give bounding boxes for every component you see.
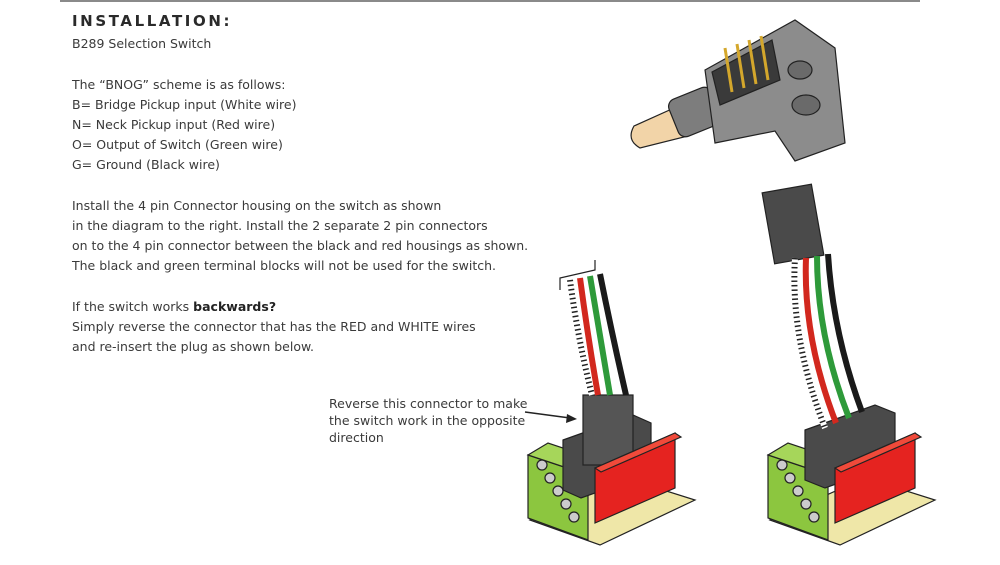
backwards-question: If the switch works backwards? [72, 297, 276, 317]
scheme-item-g: G= Ground (Black wire) [72, 157, 220, 172]
annotation-line: the switch work in the opposite [329, 413, 526, 428]
backwards-line: Simply reverse the connector that has th… [72, 319, 476, 334]
backwards-line: and re-insert the plug as shown below. [72, 339, 315, 354]
backwards-bold: backwards? [193, 299, 277, 314]
arrow-icon [524, 411, 577, 423]
install-line: on to the 4 pin connector between the bl… [72, 238, 529, 253]
installed-connector-illustration [761, 183, 937, 546]
annotation-line: direction [329, 430, 384, 445]
scheme-intro: The “BNOG” scheme is as follows: [72, 77, 286, 92]
reverse-annotation: Reverse this connector to make the switc… [329, 395, 527, 446]
install-line: The black and green terminal blocks will… [72, 258, 496, 273]
install-line: in the diagram to the right. Install the… [72, 218, 488, 233]
toggle-switch-illustration [630, 19, 846, 162]
top-rule [60, 0, 920, 2]
backwards-prefix: If the switch works [72, 299, 194, 314]
scheme-item-o: O= Output of Switch (Green wire) [72, 137, 283, 152]
scheme-item-n: N= Neck Pickup input (Red wire) [72, 117, 276, 132]
subtitle: B289 Selection Switch [72, 36, 212, 51]
page-title: INSTALLATION: [72, 12, 233, 30]
annotation-line: Reverse this connector to make [329, 396, 528, 411]
reversed-connector-illustration [526, 260, 697, 546]
install-line: Install the 4 pin Connector housing on t… [72, 198, 442, 213]
scheme-item-b: B= Bridge Pickup input (White wire) [72, 97, 297, 112]
